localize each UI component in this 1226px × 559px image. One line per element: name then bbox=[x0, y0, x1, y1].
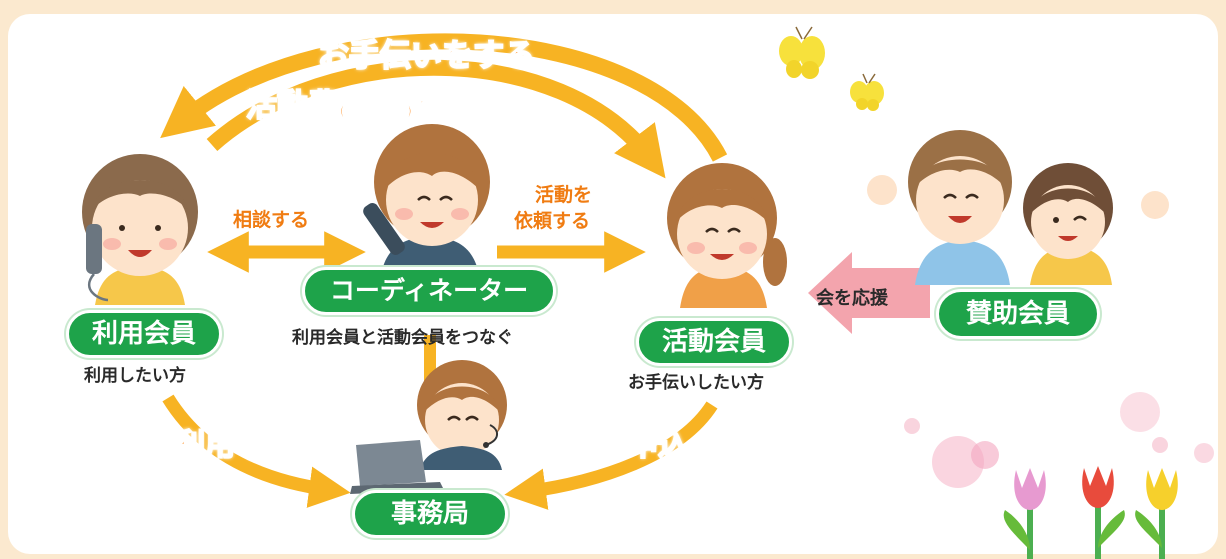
headset-icon bbox=[483, 424, 498, 448]
butterfly-icon bbox=[850, 73, 884, 111]
consult-label: 相談する bbox=[233, 209, 310, 231]
coordinator-pill: コーディネーター bbox=[302, 267, 556, 315]
request-label-1: 活動を bbox=[535, 184, 593, 206]
arc-label-fee-note: (利用料金) bbox=[338, 101, 414, 121]
apply-activity-label: 活動申込 bbox=[567, 427, 689, 464]
user-member-illustration bbox=[82, 154, 198, 305]
activity-member-pill: 活動会員 bbox=[636, 318, 792, 366]
activity-member-sub: お手伝いしたい方 bbox=[628, 373, 764, 393]
coordinator-illustration bbox=[363, 124, 490, 280]
arc-label-help: お手伝いをする bbox=[317, 37, 536, 75]
support-label: 会を応援 bbox=[816, 288, 888, 309]
apply-activity-arrow bbox=[504, 401, 718, 510]
telephone-icon bbox=[86, 224, 109, 302]
request-label-2: 依頼する bbox=[514, 210, 591, 232]
supporter-pill: 賛助会員 bbox=[936, 289, 1100, 339]
activity-member-illustration bbox=[667, 163, 787, 308]
arc-label-fee-group: 活動費(利用料金)を支払う bbox=[245, 80, 538, 125]
tulip-icon bbox=[1135, 468, 1178, 559]
tulip-icon bbox=[1082, 466, 1125, 559]
supporters-illustration bbox=[867, 130, 1169, 285]
secretariat-illustration bbox=[350, 360, 507, 494]
secretariat-pill: 事務局 bbox=[352, 490, 508, 538]
tulip-icon bbox=[1003, 468, 1046, 559]
arc-label-fee: 活動費 bbox=[245, 87, 340, 125]
apply-use-label: 利用申込 bbox=[174, 427, 296, 464]
user-member-pill: 利用会員 bbox=[66, 310, 222, 358]
arc-label-pay: を支払う bbox=[412, 87, 538, 125]
coordinator-sub: 利用会員と活動会員をつなぐ bbox=[292, 328, 513, 348]
butterfly-icon bbox=[779, 26, 825, 79]
apply-use-arrow bbox=[162, 394, 351, 508]
telephone-icon bbox=[363, 203, 405, 255]
arc-arrow-inner bbox=[206, 59, 666, 179]
user-member-sub: 利用したい方 bbox=[84, 366, 186, 386]
support-arrow bbox=[808, 252, 930, 334]
arc-arrow-outer bbox=[160, 33, 728, 162]
